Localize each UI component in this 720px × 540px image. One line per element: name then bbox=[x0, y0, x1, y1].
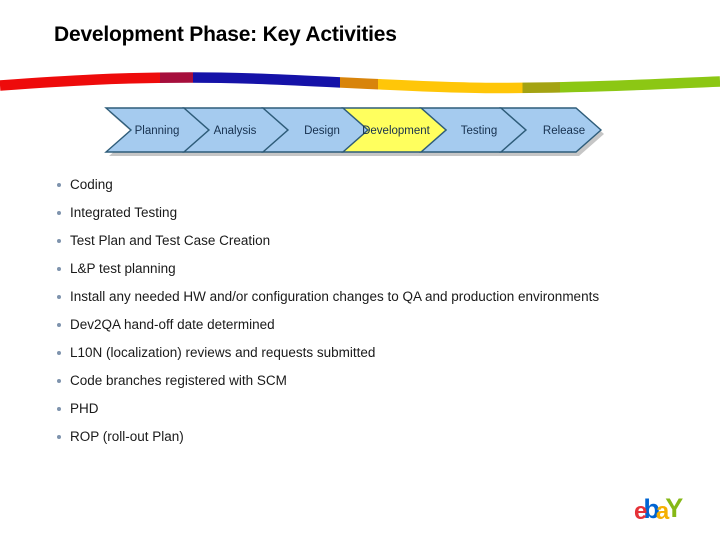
wave-ribbon-divider bbox=[0, 72, 720, 94]
list-item: Integrated Testing bbox=[54, 203, 606, 223]
step-label-analysis: Analysis bbox=[214, 125, 257, 137]
ebay-logo-letter-b: b bbox=[643, 494, 660, 524]
list-item: PHD bbox=[54, 399, 606, 419]
page-title: Development Phase: Key Activities bbox=[54, 23, 397, 46]
list-item: Code branches registered with SCM bbox=[54, 371, 606, 391]
list-item: Install any needed HW and/or configurati… bbox=[54, 287, 606, 307]
list-item: ROP (roll-out Plan) bbox=[54, 427, 606, 447]
step-label-development: Development bbox=[362, 125, 431, 137]
ebay-logo-letter-a: a bbox=[655, 498, 670, 525]
step-label-testing: Testing bbox=[461, 125, 497, 137]
list-item: Dev2QA hand-off date determined bbox=[54, 315, 606, 335]
list-item: L&P test planning bbox=[54, 259, 606, 279]
list-item: L10N (localization) reviews and requests… bbox=[54, 343, 606, 363]
step-label-release: Release bbox=[543, 125, 585, 137]
step-label-planning: Planning bbox=[135, 125, 180, 137]
list-item: Coding bbox=[54, 175, 606, 195]
step-label-design: Design bbox=[304, 125, 340, 137]
ribbon-wave-path bbox=[0, 72, 720, 94]
key-activities-list: Coding Integrated Testing Test Plan and … bbox=[54, 175, 606, 455]
chevron-step-release[interactable] bbox=[499, 107, 603, 153]
ebay-logo-letter-e: e bbox=[634, 498, 648, 525]
ebay-logo-letter-y: Y bbox=[665, 493, 684, 523]
ebay-logo: e b a Y bbox=[634, 493, 684, 525]
chevron-step-development-active[interactable] bbox=[341, 107, 448, 153]
process-chevron-bar: Planning Analysis Design Development Tes… bbox=[104, 107, 604, 156]
list-item: Test Plan and Test Case Creation bbox=[54, 231, 606, 251]
